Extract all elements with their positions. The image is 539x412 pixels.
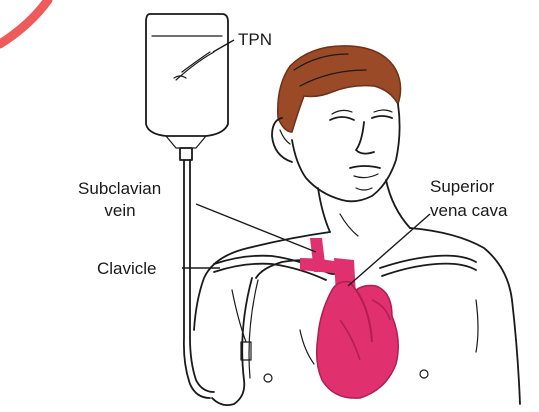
tpn-bag (146, 14, 234, 160)
label-subclavian-line-1: Subclavian (78, 179, 161, 198)
label-svc-line-2: vena cava (430, 201, 508, 220)
leader-lines (182, 204, 430, 286)
label-superior-vena-cava: Superior vena cava (430, 177, 508, 220)
label-subclavian-line-2: vein (104, 201, 135, 220)
iv-tubing (184, 160, 328, 405)
leader-subclavian (196, 204, 316, 252)
patient-head (272, 46, 410, 236)
leader-svc (348, 214, 430, 286)
label-svc-line-1: Superior (430, 177, 495, 196)
label-subclavian-vein: Subclavian vein (78, 179, 166, 220)
corner-arc-decoration (0, 0, 48, 44)
label-tpn: TPN (238, 30, 272, 49)
hair (278, 46, 401, 132)
heart (317, 282, 399, 399)
label-clavicle: Clavicle (97, 259, 157, 278)
